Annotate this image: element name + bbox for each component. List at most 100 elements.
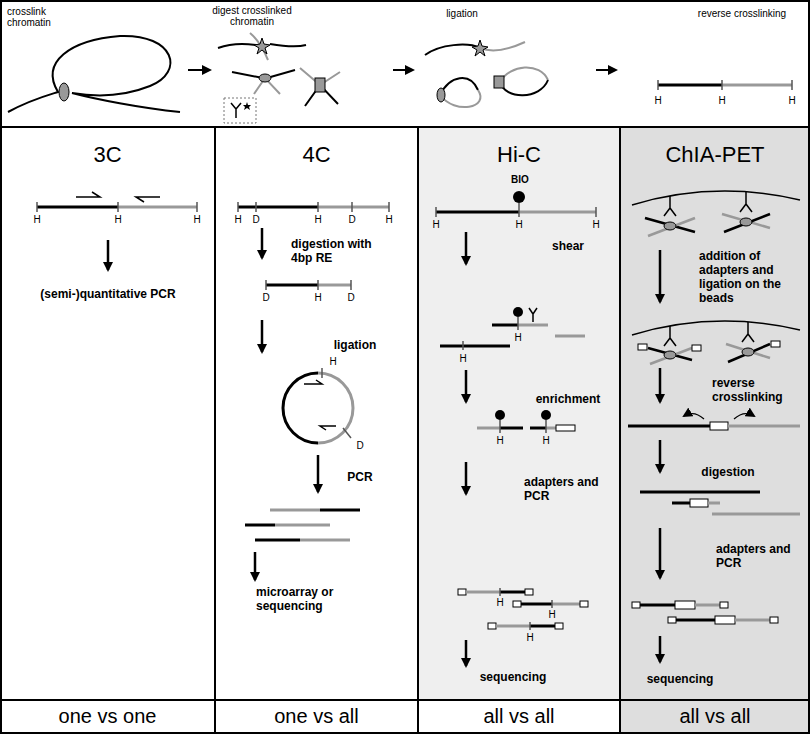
drawing-path <box>724 214 770 232</box>
drawing-path <box>742 322 754 342</box>
drawing-path <box>136 197 160 202</box>
drawing-line <box>552 603 580 606</box>
drawing-line <box>640 604 675 607</box>
drawing-line <box>546 427 556 430</box>
drawing-rect <box>488 623 496 629</box>
drawing-line <box>722 84 792 87</box>
drawing-line <box>659 368 662 402</box>
site-letter: D <box>348 214 355 226</box>
drawing-path <box>648 218 695 236</box>
drawing-line <box>628 425 710 428</box>
drawing-rect <box>1 1 809 127</box>
site-letter: H <box>114 214 121 226</box>
drawing-rect <box>580 601 588 607</box>
site-letter: D <box>356 440 363 452</box>
drawing-rect <box>315 78 325 92</box>
step-label: digestion <box>701 466 754 480</box>
biotin-label: BIO <box>511 174 529 186</box>
drawing-line <box>728 425 800 428</box>
site-letter: H <box>515 219 522 231</box>
method-column: 3C <box>0 128 215 700</box>
drawing-rect <box>715 616 735 624</box>
drawing-path <box>320 426 336 430</box>
step-label: digestion with 4bp RE <box>291 238 373 266</box>
step-label: ligation <box>446 8 478 20</box>
drawing-line <box>270 509 320 512</box>
drawing-rect <box>632 602 640 608</box>
drawing-path <box>740 192 752 212</box>
drawing-line <box>261 228 264 258</box>
drawing-rect <box>690 499 708 507</box>
drawing-line <box>596 69 616 71</box>
drawing-line <box>500 427 523 430</box>
drawing-path <box>545 420 547 433</box>
site-letter: H <box>496 597 503 609</box>
site-letter: H <box>514 332 521 344</box>
drawing-path <box>517 317 519 330</box>
scope-label: one vs one <box>59 705 157 728</box>
site-letter: H <box>459 353 466 365</box>
drawing-rect <box>638 344 647 350</box>
scope-label: all vs all <box>483 705 554 728</box>
drawing-path <box>231 103 241 118</box>
site-letter: D <box>262 292 269 304</box>
drawing-line <box>214 127 216 734</box>
drawing-line <box>712 513 800 516</box>
drawing-path <box>500 588 552 630</box>
drawing-line <box>521 603 552 606</box>
drawing-line <box>659 636 662 662</box>
drawing-line <box>118 206 197 209</box>
drawing-line <box>188 69 210 71</box>
site-letter: H <box>654 95 661 107</box>
drawing-path <box>318 373 353 443</box>
drawing-rect <box>513 601 521 607</box>
drawing-polygon <box>254 38 270 54</box>
step-label: ligation <box>334 339 377 353</box>
site-letter: H <box>718 95 725 107</box>
drawing-line <box>658 84 722 87</box>
drawing-rect <box>692 345 701 351</box>
drawing-line <box>255 539 300 542</box>
drawing-line <box>477 427 500 430</box>
drawing-path <box>734 414 754 419</box>
drawing-path <box>664 326 676 346</box>
drawing-rect <box>720 602 728 608</box>
step-label: PCR <box>347 471 372 485</box>
site-letter: H <box>542 435 549 447</box>
scope-label: one vs all <box>274 705 359 728</box>
method-column: 4C <box>215 128 418 700</box>
drawing-line <box>275 524 330 527</box>
column-heading: 4C <box>302 142 330 168</box>
drawing-line <box>676 619 715 622</box>
site-letter: H <box>314 214 321 226</box>
site-letter: H <box>432 219 439 231</box>
drawing-line <box>708 502 720 505</box>
drawing-path <box>304 380 322 384</box>
drawing-line <box>519 211 596 214</box>
drawing-ellipse <box>437 88 445 102</box>
drawing-line <box>659 250 662 302</box>
drawing-line <box>619 127 621 734</box>
drawing-rect <box>418 128 620 700</box>
drawing-rect <box>525 589 533 595</box>
method-column: ChIA-PET <box>620 128 810 700</box>
drawing-line <box>555 335 585 338</box>
scope-cell: all vs all <box>418 700 620 734</box>
drawing-ellipse <box>740 218 752 226</box>
drawing-rect <box>224 98 256 123</box>
drawing-rect <box>771 341 780 347</box>
drawing-rect <box>770 617 778 623</box>
drawing-path <box>440 90 480 107</box>
drawing-line <box>465 232 468 264</box>
drawing-line <box>695 604 720 607</box>
drawing-path <box>440 78 478 95</box>
drawing-line <box>530 427 546 430</box>
site-letter: H <box>33 214 40 226</box>
step-label: adapters and PCR <box>524 476 608 504</box>
top-workflow <box>8 33 792 123</box>
drawing-line <box>735 619 770 622</box>
step-label: addition of adapters and ligation on the… <box>699 250 805 305</box>
step-label: microarray or sequencing <box>256 586 348 614</box>
drawing-path <box>436 203 596 217</box>
